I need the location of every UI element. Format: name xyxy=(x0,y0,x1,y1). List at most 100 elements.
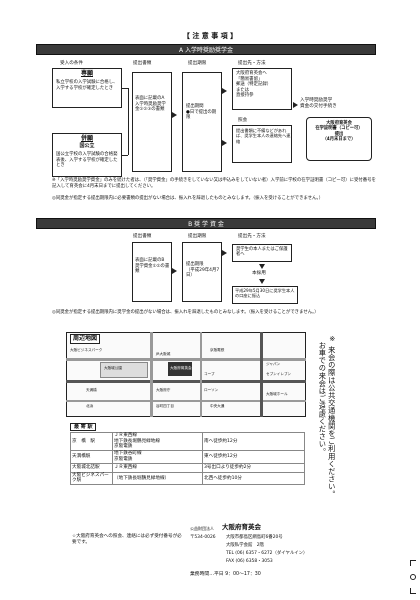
station-cell: 天満橋駅 xyxy=(70,450,113,464)
line-cell: ＪＲ東西線 xyxy=(112,462,203,473)
line-cell: 地下鉄谷町線 京阪電鉄 xyxy=(112,450,203,464)
time-cell: 東へ徒歩約12分 xyxy=(202,450,305,464)
map-label: 天満橋 xyxy=(86,388,97,392)
map-label: 大阪城ホール xyxy=(266,392,288,396)
map-label: 中央大通 xyxy=(210,404,225,408)
org-prefix: 公益財団法人 xyxy=(190,526,214,531)
connector xyxy=(122,88,128,89)
method-box-a xyxy=(232,68,292,110)
col-exam: 受入の条件 xyxy=(60,61,83,66)
public-box xyxy=(52,133,122,177)
map-building-highlight xyxy=(168,362,192,376)
public-sub: 国公立 xyxy=(79,143,95,149)
map-label: 大阪府庁 xyxy=(156,388,171,392)
col-deadline: 提出期限 xyxy=(188,61,207,66)
public-label: 併願 xyxy=(80,135,93,142)
map-road xyxy=(66,380,306,383)
page-title: 【 注 意 事 項 】 xyxy=(182,32,238,40)
deadline-text-a: 提出期間 ●日で提出の期限 xyxy=(186,104,217,120)
arrow-icon xyxy=(222,250,227,256)
map-road xyxy=(200,332,202,417)
public-text: 国公立学校の入学試験の合格発表後、入学する学校が確定したとき xyxy=(56,152,118,168)
map-label: コープ xyxy=(204,372,215,376)
method-note-box xyxy=(232,125,292,163)
connector xyxy=(128,88,129,155)
method-text-b: 奨学生の本人またはご保護者へ xyxy=(236,247,288,258)
map-road xyxy=(66,400,306,402)
col-deadline-b: 提出期限 xyxy=(188,234,207,239)
map-label: セブンイレブン xyxy=(266,372,292,376)
section-b-banner: B 奨 学 資 金 xyxy=(36,218,376,229)
postal: 〒534-0026 xyxy=(190,535,216,540)
col-method-b: 提出先・方法 xyxy=(238,234,266,239)
arrow-icon xyxy=(222,88,227,94)
aside-top: 入学時奨励奨学 資金の交付手続き xyxy=(300,98,337,109)
arrow-icon xyxy=(172,112,177,118)
map-road xyxy=(66,358,306,361)
line-cell: ＪＲ東西線 地下鉄長堀鶴見緑地線 京阪電鉄 xyxy=(112,431,203,452)
map-label: 京阪電鉄 xyxy=(210,348,225,352)
table-row: 京 橋 駅 ＪＲ東西線 地下鉄長堀鶴見緑地線 京阪電鉄 南へ徒歩約12分 xyxy=(70,431,305,452)
map-label: 大阪城公園 xyxy=(104,366,122,370)
hours: 業務時間…平日 9：00～17：30 xyxy=(190,572,261,577)
map-label: 大阪ビジネスパーク xyxy=(70,348,103,352)
arrow-down-icon xyxy=(259,279,265,284)
col-submit: 提出書類 xyxy=(133,61,152,66)
submit-box-b xyxy=(132,242,172,302)
address: 大阪市都島区網島町6番20号 xyxy=(226,535,283,540)
station-cell: 大阪ビジネスパーク駅 xyxy=(70,471,113,486)
submit-text-b: 表面に記載のB 奨学資金①②の書類 xyxy=(135,258,170,274)
deadline-text-b: 提出期限 （平成29年4月7日） xyxy=(186,262,220,278)
map-label: 北浜 xyxy=(86,404,94,408)
map-label: 谷町四丁目 xyxy=(156,404,174,408)
arrow-icon xyxy=(293,102,298,108)
circle-mark xyxy=(410,574,416,580)
access-title: 最 寄 駅 xyxy=(70,423,97,432)
method-bot-box xyxy=(232,286,298,304)
note-a1: ※「入学時奨励奨学資金」のみを続けた者は、（「奨学資金」の手続きをしていない又は… xyxy=(52,178,376,189)
map-road xyxy=(260,332,263,417)
map-road xyxy=(150,332,153,417)
table-row: 大阪ビジネスパーク駅 （地下鉄長堀鶴見緑地線） 北西へ徒歩約10分 xyxy=(70,471,305,486)
col-submit-b: 提出書類 xyxy=(133,234,152,239)
submit-box-a xyxy=(132,72,172,172)
method-box-b xyxy=(232,244,292,262)
station-cell: 大阪城北詰駅 xyxy=(70,462,113,473)
table-row: 天満橋駅 地下鉄谷町線 京阪電鉄 東へ徒歩約12分 xyxy=(70,450,305,464)
table-row: 大阪城北詰駅 ＪＲ東西線 3号出口より徒歩約2分 xyxy=(70,462,305,473)
org-name: 大阪府育英会 xyxy=(222,523,261,531)
submit-text-a: 表面に記載のA 入学時奨励奨学金①②③の書類 xyxy=(135,96,166,112)
corner-mark xyxy=(410,588,416,594)
section-a-banner: A 入学時奨励奨学金 xyxy=(36,44,376,55)
vertical-note: ※ 来会の際は公共交通機関をご利用ください。 お車での来会はご遠慮ください。 xyxy=(318,334,337,499)
time-cell: 北西へ徒歩約10分 xyxy=(202,471,305,486)
fax: FAX (06) 6358・3053 xyxy=(226,559,273,564)
method-note-text: 提出書類に不備などがあれば、奨学生本人の連絡先へ連絡 xyxy=(236,128,291,144)
private-text: 私立学校の入学試験に合格し、入学する学校が確定したとき xyxy=(56,80,118,91)
aside-box xyxy=(306,117,372,161)
private-label: 専願 xyxy=(80,70,93,77)
note-b: ◎同奨金が指定する提出期限内に奨学金の提出がない場合は、振入れを辞退したものとみ… xyxy=(52,310,319,315)
map-park xyxy=(100,362,148,378)
deadline-box-a xyxy=(182,72,222,172)
method-text-a: 大阪府育英会へ 「簡易書留」 郵送（特定記録） または 直接持参 xyxy=(236,71,272,98)
access-table: 京 橋 駅 ＪＲ東西線 地下鉄長堀鶴見緑地線 京阪電鉄 南へ徒歩約12分 天満橋… xyxy=(70,431,305,486)
map-label: ローソン xyxy=(204,388,219,392)
method-bot-b: 平成29年5月30日に奨学生本人の口座に振込 xyxy=(235,288,295,299)
arrow-icon xyxy=(172,268,177,274)
time-cell: 3号出口より徒歩約2分 xyxy=(202,462,305,473)
map-title: 周辺地図 xyxy=(70,334,101,344)
note-a2: ◎同奨金が指定する提出期限内に必要書類の提出がない場合は、振入れを辞退したものと… xyxy=(52,196,324,201)
time-cell: 南へ徒歩約12分 xyxy=(202,431,305,452)
building: 大阪私学会館 2階 xyxy=(226,543,264,548)
map-label: JR大阪城 xyxy=(156,352,171,356)
connector xyxy=(122,155,128,156)
station-cell: 京 橋 駅 xyxy=(70,431,113,452)
inquiry-note: ☆大阪府育英会への照会、連絡には必ず受付番号が必要です。 xyxy=(72,534,182,545)
line-cell: （地下鉄長堀鶴見緑地線） xyxy=(112,471,203,486)
tel: TEL (06) 6357・6272（ダイヤルイン） xyxy=(226,551,308,556)
map-label: 大阪府育英会 xyxy=(170,366,192,370)
private-box xyxy=(52,68,122,108)
arrow-icon xyxy=(222,140,227,146)
col-method: 提出先・方法 xyxy=(238,61,266,66)
